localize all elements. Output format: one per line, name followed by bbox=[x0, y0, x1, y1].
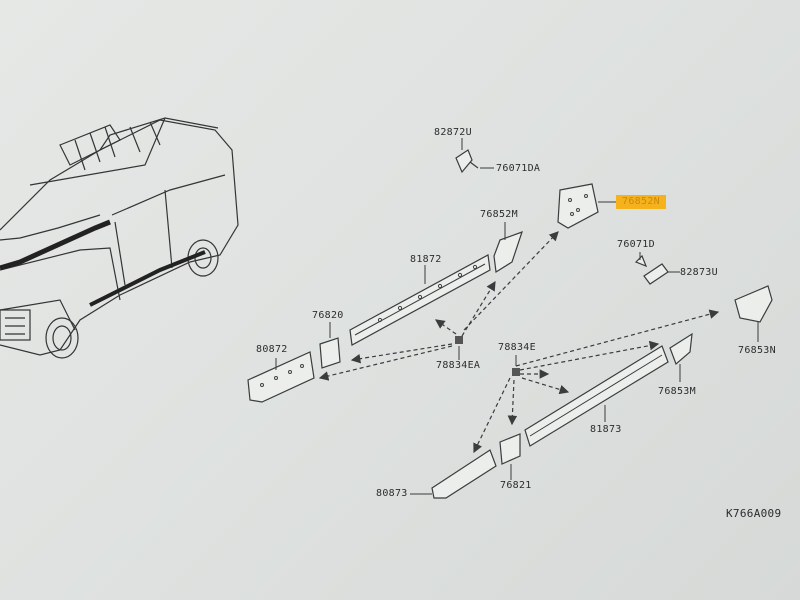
label-81872: 81872 bbox=[410, 254, 442, 265]
label-82872U: 82872U bbox=[434, 127, 472, 138]
part-81873-moulding bbox=[524, 345, 669, 447]
label-76852N-highlighted: 76852N bbox=[616, 195, 666, 209]
label-76853N: 76853N bbox=[738, 345, 776, 356]
label-80872: 80872 bbox=[256, 344, 288, 355]
part-76071D-82873U bbox=[634, 252, 680, 285]
label-78834EA: 78834EA bbox=[436, 360, 481, 371]
label-76852M: 76852M bbox=[480, 209, 518, 220]
part-76820 bbox=[319, 322, 341, 369]
part-76852M bbox=[493, 222, 523, 274]
label-76853M: 76853M bbox=[658, 386, 696, 397]
label-78834E: 78834E bbox=[498, 342, 536, 353]
van-illustration bbox=[0, 117, 239, 359]
label-76821: 76821 bbox=[500, 480, 532, 491]
part-80872-arch bbox=[247, 351, 315, 403]
part-78834EA-fastener bbox=[455, 336, 463, 360]
label-76820: 76820 bbox=[312, 310, 344, 321]
part-76853M bbox=[669, 332, 693, 382]
part-82872U-clip bbox=[455, 138, 494, 174]
label-81873: 81873 bbox=[590, 424, 622, 435]
diagram-reference-code: K766A009 bbox=[726, 507, 782, 520]
label-82873U: 82873U bbox=[680, 267, 718, 278]
part-76852N bbox=[557, 183, 618, 229]
label-76071DA: 76071DA bbox=[496, 163, 541, 174]
label-80873: 80873 bbox=[376, 488, 408, 499]
label-76071D: 76071D bbox=[617, 239, 655, 250]
part-76853N bbox=[734, 285, 773, 342]
part-80873-arch bbox=[410, 449, 497, 499]
assembly-arrows bbox=[318, 231, 720, 454]
part-78834E-fastener bbox=[512, 355, 520, 376]
part-76821 bbox=[499, 433, 521, 480]
part-81872-moulding bbox=[349, 254, 491, 346]
